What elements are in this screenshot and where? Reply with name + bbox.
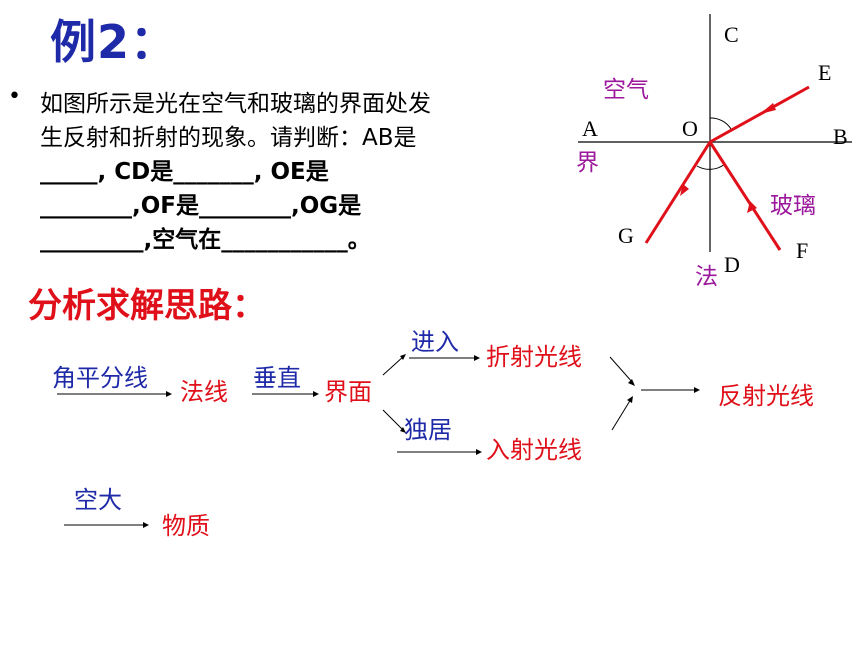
step-incident-ray: 入射光线 — [486, 436, 582, 464]
step-bisector: 角平分线 — [52, 364, 148, 392]
label-c: C — [724, 22, 739, 47]
label-e: E — [818, 60, 832, 85]
question-line-2: 生反射和折射的现象。请判断：AB是 — [40, 125, 417, 151]
arrowhead-6 — [476, 449, 482, 455]
question-line-1: 如图所示是光在空气和玻璃的界面处发 — [40, 91, 431, 117]
step-reflected-ray: 反射光线 — [718, 382, 814, 410]
arrowhead-3 — [400, 354, 406, 360]
label-interface: 界 — [576, 150, 599, 176]
label-a: A — [582, 116, 598, 141]
ray-og — [644, 141, 712, 244]
angle-arc-upper — [709, 117, 732, 130]
label-air: 空气 — [603, 77, 649, 103]
slide-title: 例2： — [50, 15, 178, 69]
ray-oe — [709, 85, 810, 144]
arrowhead-10 — [143, 522, 149, 528]
arrowhead-5 — [474, 355, 480, 361]
ray-of — [708, 141, 782, 251]
step-perpendicular: 垂直 — [253, 364, 301, 392]
bullet-marker: • — [8, 84, 21, 109]
question-line-5: _________,空气在___________。 — [40, 227, 371, 253]
step-alone: 独居 — [404, 416, 452, 444]
arrow-interface-down — [382, 409, 405, 432]
label-normal: 法 — [695, 264, 718, 290]
step-matter: 物质 — [162, 512, 210, 540]
arrowhead-2 — [313, 391, 319, 397]
label-b: B — [833, 124, 848, 149]
arrow-oe — [760, 103, 776, 114]
step-air-large: 空大 — [74, 486, 122, 514]
label-d: D — [724, 252, 740, 277]
label-glass: 玻璃 — [770, 193, 816, 219]
question-line-4: ________,OF是________,OG是 — [40, 193, 362, 219]
step-enter: 进入 — [411, 328, 459, 356]
arrowhead-7 — [628, 379, 635, 386]
step-refracted-ray: 折射光线 — [486, 343, 582, 371]
label-f: F — [796, 238, 809, 263]
label-g: G — [618, 223, 634, 248]
step-normal-line: 法线 — [180, 378, 228, 406]
arrowhead-1 — [166, 391, 172, 397]
arrowhead-9 — [694, 387, 700, 393]
arrow-interface-up — [382, 355, 405, 376]
angle-arc-lower — [696, 163, 726, 170]
arrow-refracted-merge — [609, 356, 634, 384]
arrow-og — [680, 184, 689, 196]
label-o: O — [682, 116, 698, 141]
arrow-incident-merge — [611, 398, 632, 431]
arrowhead-8 — [627, 396, 633, 403]
analysis-heading: 分析求解思路： — [28, 286, 266, 326]
arrow-of — [747, 201, 757, 213]
step-interface: 界面 — [324, 378, 372, 406]
arrowhead-4 — [400, 427, 406, 433]
question-line-3: _____, CD是_______, OE是 — [40, 159, 329, 185]
